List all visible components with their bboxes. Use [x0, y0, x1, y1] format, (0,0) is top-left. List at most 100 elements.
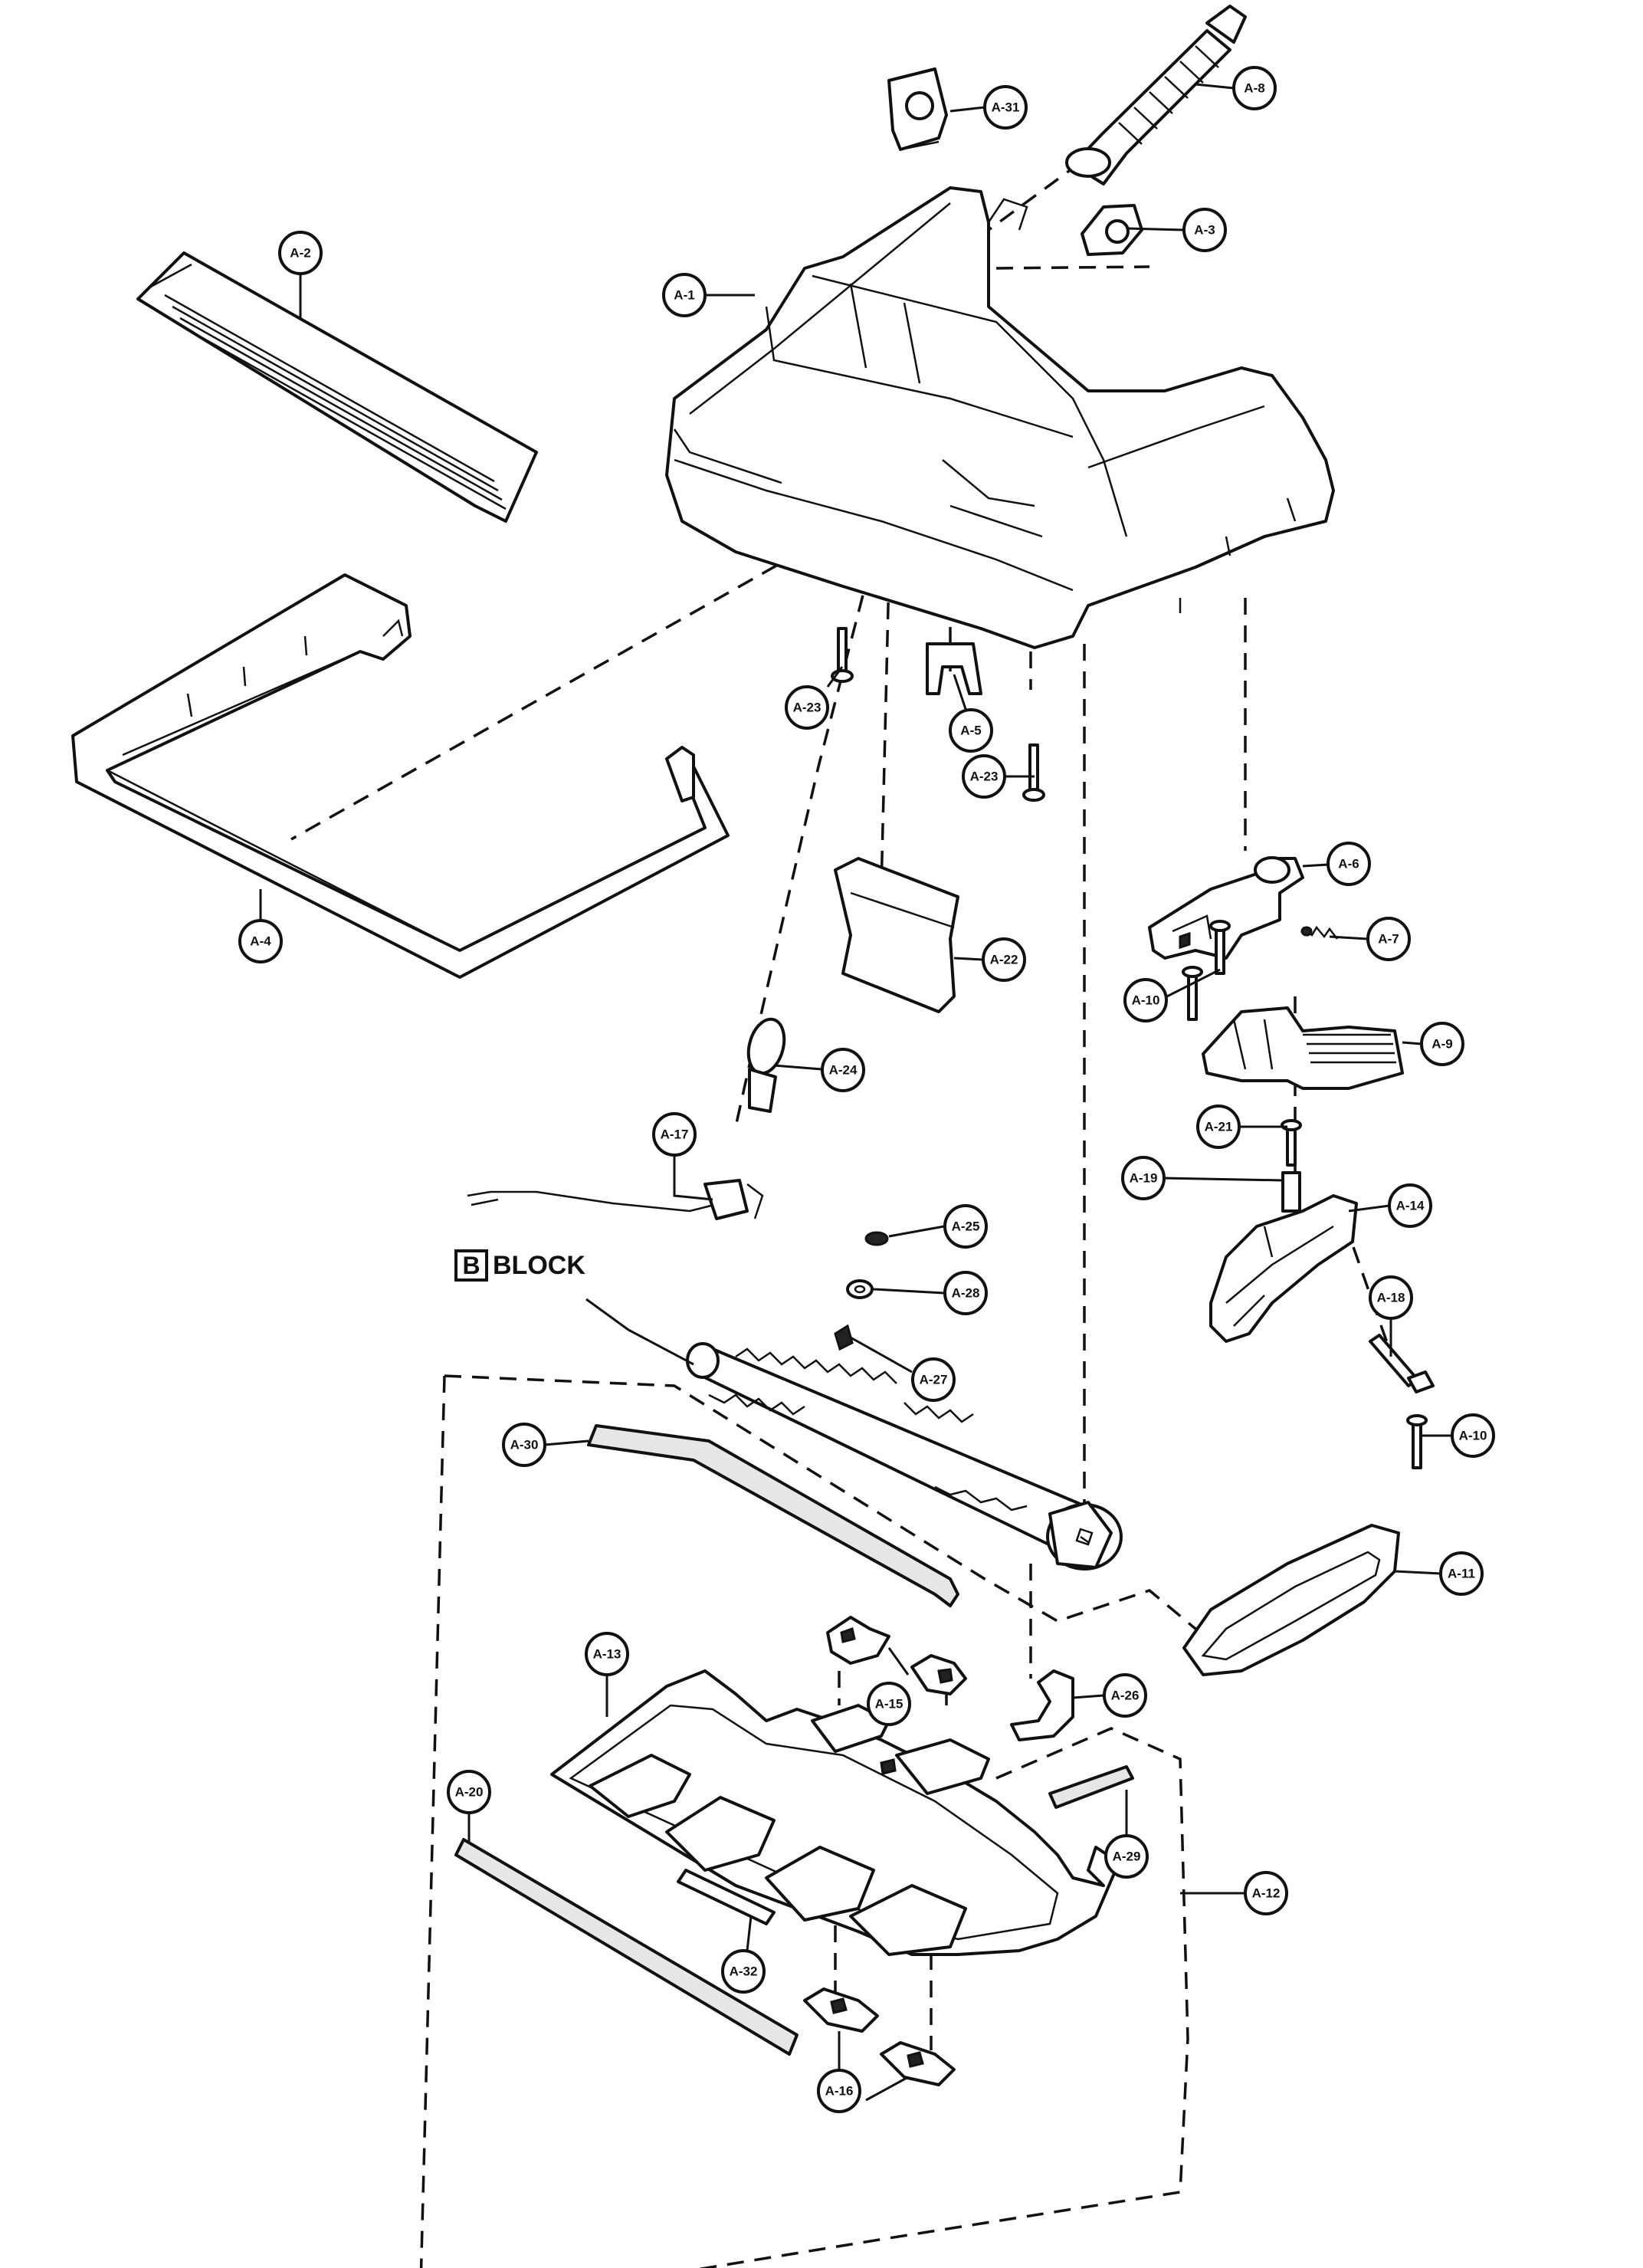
part-a27-screw — [834, 1324, 854, 1351]
part-a23-screw-lower — [1022, 743, 1045, 802]
part-a20-strip — [454, 1838, 799, 2056]
svg-text:A-26: A-26 — [1111, 1689, 1140, 1703]
svg-text:A-22: A-22 — [990, 953, 1018, 967]
callout-a12: A-12 — [1244, 1871, 1288, 1915]
svg-text:A-16: A-16 — [825, 2084, 854, 2099]
part-a17-wire-socket — [467, 1179, 764, 1220]
svg-text:A-23: A-23 — [970, 770, 999, 784]
part-a26-bracket — [1010, 1669, 1074, 1741]
callout-a23-upper: A-23 — [785, 685, 829, 730]
svg-text:A-3: A-3 — [1194, 223, 1215, 238]
callout-a2: A-2 — [278, 231, 323, 275]
svg-text:A-12: A-12 — [1252, 1886, 1281, 1901]
svg-text:A-19: A-19 — [1130, 1171, 1158, 1186]
callout-a15: A-15 — [867, 1682, 911, 1726]
part-a18-axle — [1369, 1334, 1435, 1393]
svg-text:A-20: A-20 — [455, 1785, 484, 1800]
part-a25-washer — [864, 1231, 889, 1246]
callout-a9: A-9 — [1420, 1022, 1464, 1066]
part-a9-pedal — [1202, 1006, 1404, 1090]
callout-a25: A-25 — [943, 1204, 988, 1249]
part-a6-latch — [1148, 856, 1304, 960]
part-a30-strip — [587, 1424, 959, 1607]
svg-text:B: B — [462, 1252, 480, 1279]
svg-text:A-11: A-11 — [1448, 1567, 1475, 1581]
svg-text:A-5: A-5 — [960, 724, 981, 738]
svg-text:A-30: A-30 — [510, 1438, 539, 1452]
callout-a29: A-29 — [1104, 1834, 1149, 1879]
svg-text:A-23: A-23 — [793, 701, 822, 715]
callout-a26: A-26 — [1103, 1673, 1147, 1718]
svg-text:A-10: A-10 — [1459, 1429, 1487, 1443]
svg-text:A-18: A-18 — [1377, 1291, 1405, 1305]
part-a15-clips — [826, 1616, 967, 1695]
callout-a31: A-31 — [983, 85, 1028, 130]
svg-text:A-25: A-25 — [952, 1219, 980, 1234]
part-a3-fitting — [1081, 204, 1143, 256]
callout-a10-upper: A-10 — [1123, 978, 1168, 1022]
svg-text:A-32: A-32 — [730, 1964, 758, 1979]
part-a28-washer — [846, 1279, 874, 1299]
part-a23-screw-upper — [831, 627, 854, 683]
part-a13-base-plate — [550, 1669, 1120, 1956]
callout-a17: A-17 — [652, 1112, 697, 1157]
callout-a4: A-4 — [238, 919, 283, 963]
svg-text:A-13: A-13 — [593, 1647, 621, 1662]
part-a31-bracket — [887, 67, 948, 151]
svg-text:A-14: A-14 — [1396, 1199, 1425, 1213]
callout-a21: A-21 — [1196, 1104, 1241, 1149]
part-a19-sleeve — [1281, 1171, 1301, 1213]
callout-a6: A-6 — [1327, 842, 1371, 886]
callout-a23-lower: A-23 — [962, 754, 1006, 799]
svg-text:A-17: A-17 — [661, 1127, 689, 1142]
svg-text:A-10: A-10 — [1132, 993, 1160, 1008]
svg-text:A-8: A-8 — [1244, 81, 1264, 96]
callout-a13: A-13 — [585, 1632, 629, 1676]
svg-text:A-6: A-6 — [1338, 857, 1359, 871]
part-a2-mat — [136, 251, 538, 523]
block-b-label: B BLOCK — [454, 1249, 585, 1282]
callout-a10-lower: A-10 — [1451, 1413, 1495, 1458]
callout-a3: A-3 — [1182, 208, 1227, 252]
svg-text:A-28: A-28 — [952, 1286, 980, 1301]
part-a7-spring — [1300, 925, 1338, 940]
svg-text:A-15: A-15 — [875, 1697, 903, 1712]
part-brush-roll — [686, 1342, 1123, 1571]
svg-text:A-1: A-1 — [674, 288, 694, 303]
callout-a24: A-24 — [821, 1048, 865, 1092]
callout-a18: A-18 — [1369, 1275, 1413, 1320]
part-a1-housing — [665, 186, 1335, 649]
callout-a28: A-28 — [943, 1271, 988, 1315]
callout-a32: A-32 — [721, 1949, 766, 1994]
svg-text:A-21: A-21 — [1205, 1120, 1233, 1134]
part-a10-screw-lower — [1406, 1414, 1428, 1469]
part-a16-clips — [803, 1987, 956, 2086]
part-a5-clip — [926, 642, 982, 695]
part-a10-screws-upper — [1182, 920, 1231, 1021]
part-a22-baffle — [834, 857, 959, 1013]
callout-a14: A-14 — [1388, 1183, 1432, 1228]
callout-a1: A-1 — [662, 273, 707, 317]
callout-a7: A-7 — [1366, 917, 1411, 961]
svg-text:A-24: A-24 — [829, 1063, 858, 1078]
callout-a19: A-19 — [1121, 1156, 1166, 1200]
part-a24-bulb — [746, 1017, 786, 1113]
callout-a30: A-30 — [502, 1423, 546, 1467]
svg-text:A-2: A-2 — [290, 246, 310, 261]
part-a11-belt — [1182, 1524, 1400, 1676]
callout-a8: A-8 — [1232, 66, 1277, 110]
part-a14-lever — [1209, 1194, 1358, 1343]
svg-text:A-4: A-4 — [250, 934, 271, 949]
callout-a11: A-11 — [1439, 1551, 1484, 1596]
callout-a5: A-5 — [949, 708, 993, 753]
svg-text:A-27: A-27 — [920, 1373, 948, 1387]
callout-a16: A-16 — [817, 2069, 861, 2113]
svg-text:A-9: A-9 — [1431, 1037, 1452, 1052]
part-a29-pad — [1048, 1765, 1134, 1809]
svg-text:A-29: A-29 — [1113, 1850, 1141, 1864]
leader-lines — [259, 83, 1452, 2102]
callout-a20: A-20 — [447, 1770, 491, 1814]
part-a4-bumper-frame — [71, 573, 730, 979]
callout-a27: A-27 — [911, 1357, 956, 1402]
